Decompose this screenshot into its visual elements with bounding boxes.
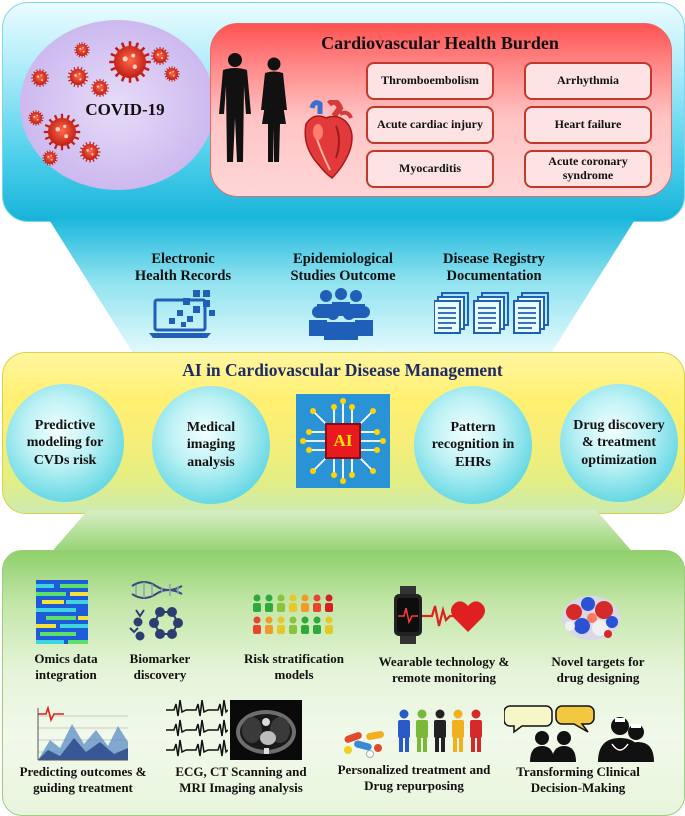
condition-acute-coronary-syndrome: Acute coronary syndrome <box>524 150 652 188</box>
ai-panel-title: AI in Cardiovascular Disease Management <box>182 360 503 380</box>
smartwatch-heart-icon <box>394 586 485 644</box>
condition-thromboembolism: Thromboembolism <box>366 62 494 100</box>
burden-title: Cardiovascular Health Burden <box>321 33 559 53</box>
label-biomarker-discovery: Biomarker discovery <box>129 651 191 683</box>
biomarker-molecule-icon <box>129 581 183 641</box>
outcome-prediction-chart-icon <box>37 706 128 761</box>
label-risk-stratification: Risk stratification models <box>243 651 345 683</box>
covid-label: COVID-19 <box>85 100 165 119</box>
heart-organ-icon <box>304 100 353 179</box>
label-personalized-treatment: Personalized treatment and Drug repurpos… <box>337 762 491 794</box>
laptop-icon <box>149 290 215 338</box>
ct-scan-icon <box>230 700 302 760</box>
condition-acute-cardiac-injury: Acute cardiac injury <box>366 106 494 144</box>
ecg-traces-icon <box>166 700 228 757</box>
applications-panel <box>2 550 685 816</box>
label-predicting-outcomes: Predicting outcomes & guiding treatment <box>19 764 147 796</box>
circle-pattern-recognition: Pattern recognition in EHRs <box>414 386 532 504</box>
risk-population-icon <box>253 594 333 634</box>
documents-icon <box>434 292 549 334</box>
funnel-connector-lower <box>48 510 636 556</box>
condition-heart-failure: Heart failure <box>524 106 652 144</box>
ai-chip-icon: AI <box>296 394 390 488</box>
people-group-icon <box>309 288 373 340</box>
condition-arrhythmia: Arrhythmia <box>524 62 652 100</box>
ai-chip-label: AI <box>333 431 353 450</box>
condition-myocarditis: Myocarditis <box>366 150 494 188</box>
label-novel-targets: Novel targets for drug designing <box>551 654 645 686</box>
label-omics-data: Omics data integration <box>34 651 98 683</box>
human-silhouettes-icon <box>219 53 287 162</box>
omics-heatmap-icon <box>36 580 88 644</box>
personalized-treatment-icon <box>344 709 482 758</box>
circle-medical-imaging: Medical imaging analysis <box>152 386 270 504</box>
label-clinical-decision: Transforming Clinical Decision-Making <box>516 764 640 796</box>
label-ecg-ct-mri: ECG, CT Scanning and MRI Imaging analysi… <box>175 764 307 796</box>
label-wearable-technology: Wearable technology & remote monitoring <box>378 654 510 686</box>
clinical-decision-icon <box>504 705 654 762</box>
circle-predictive-modeling: Predictive modeling for CVDs risk <box>6 384 124 502</box>
protein-structure-icon <box>562 596 620 640</box>
circle-drug-discovery: Drug discovery & treatment optimization <box>560 384 678 502</box>
